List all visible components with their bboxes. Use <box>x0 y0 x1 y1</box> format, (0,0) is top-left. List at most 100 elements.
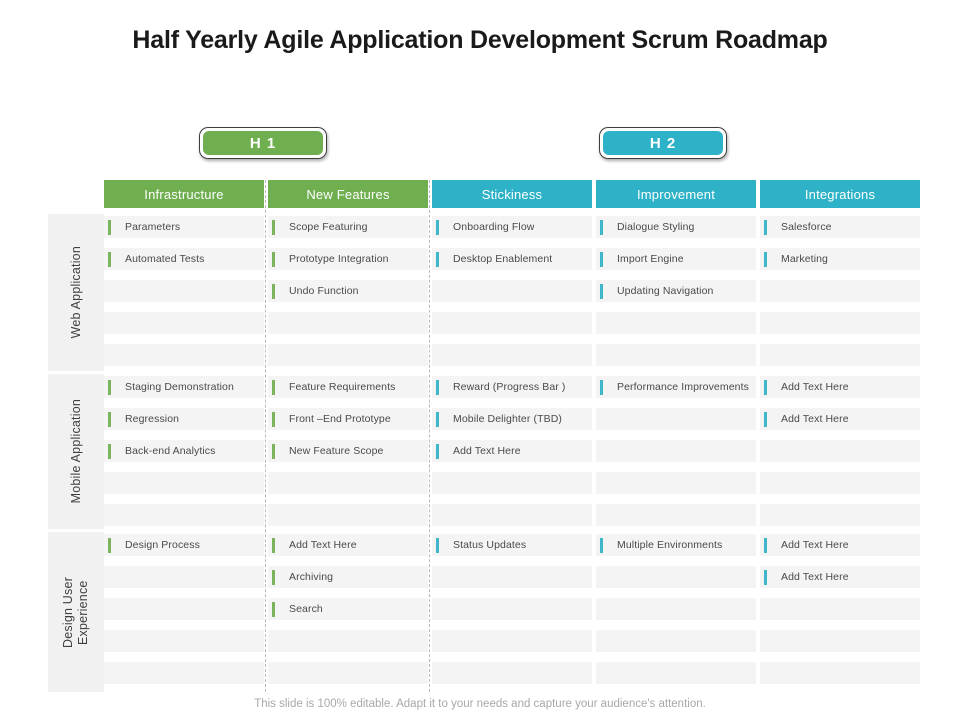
matrix-cell[interactable]: Staging Demonstration <box>104 376 264 398</box>
matrix-cell-empty[interactable] <box>596 504 756 526</box>
matrix-cell[interactable]: Dialogue Styling <box>596 216 756 238</box>
matrix-cell[interactable]: Multiple Environments <box>596 534 756 556</box>
matrix-cell[interactable]: Feature Requirements <box>268 376 428 398</box>
matrix-cell-empty[interactable] <box>268 312 428 334</box>
matrix-cell-empty[interactable] <box>760 280 920 302</box>
column-header-new-features[interactable]: New Features <box>268 180 428 208</box>
matrix-cell[interactable]: Marketing <box>760 248 920 270</box>
cell-accent-bar <box>108 219 111 235</box>
phase-badge-h2[interactable]: H 2 <box>599 127 727 159</box>
matrix-cell-empty[interactable] <box>104 280 264 302</box>
column-header-improvement[interactable]: Improvement <box>596 180 756 208</box>
column-header-integrations[interactable]: Integrations <box>760 180 920 208</box>
matrix-cell[interactable]: Design Process <box>104 534 264 556</box>
cell-accent-bar <box>272 443 275 459</box>
cell-accent-bar <box>108 443 111 459</box>
matrix-cell-empty[interactable] <box>760 598 920 620</box>
matrix-cell-empty[interactable] <box>760 312 920 334</box>
matrix-cell-empty[interactable] <box>596 408 756 430</box>
matrix-cell-empty[interactable] <box>104 344 264 366</box>
phase-badge-h1[interactable]: H 1 <box>199 127 327 159</box>
matrix-cell-empty[interactable] <box>596 344 756 366</box>
matrix-cell[interactable]: Parameters <box>104 216 264 238</box>
matrix-cell-empty[interactable] <box>104 662 264 684</box>
matrix-cell[interactable]: Regression <box>104 408 264 430</box>
matrix-cell-empty[interactable] <box>596 312 756 334</box>
column-header-infrastructure[interactable]: Infrastructure <box>104 180 264 208</box>
matrix-cell[interactable]: Prototype Integration <box>268 248 428 270</box>
phase-badge-h1-label: H 1 <box>203 131 323 155</box>
cell-accent-bar <box>272 537 275 553</box>
cell-accent-bar <box>764 508 767 523</box>
cell-accent-bar <box>600 444 603 459</box>
matrix-cell[interactable]: Status Updates <box>432 534 592 556</box>
matrix-cell-empty[interactable] <box>760 662 920 684</box>
cell-label: Salesforce <box>781 221 832 233</box>
matrix-cell[interactable]: New Feature Scope <box>268 440 428 462</box>
matrix-cell[interactable]: Add Text Here <box>268 534 428 556</box>
matrix-cell-empty[interactable] <box>432 662 592 684</box>
matrix-cell-empty[interactable] <box>268 630 428 652</box>
matrix-cell[interactable]: Performance Improvements <box>596 376 756 398</box>
matrix-cell-empty[interactable] <box>432 504 592 526</box>
matrix-cell-empty[interactable] <box>432 312 592 334</box>
column-divider-1 <box>265 180 266 692</box>
matrix-cell[interactable]: Add Text Here <box>760 408 920 430</box>
matrix-cell-empty[interactable] <box>104 598 264 620</box>
matrix-cell-empty[interactable] <box>104 472 264 494</box>
matrix-cell[interactable]: Front –End Prototype <box>268 408 428 430</box>
cell-accent-bar <box>272 508 275 523</box>
matrix-cell-empty[interactable] <box>268 344 428 366</box>
matrix-cell[interactable]: Reward (Progress Bar ) <box>432 376 592 398</box>
matrix-cell[interactable]: Salesforce <box>760 216 920 238</box>
matrix-cell[interactable]: Import Engine <box>596 248 756 270</box>
matrix-cell[interactable]: Scope Featuring <box>268 216 428 238</box>
matrix-cell[interactable]: Archiving <box>268 566 428 588</box>
matrix-cell-empty[interactable] <box>268 472 428 494</box>
matrix-cell-empty[interactable] <box>104 312 264 334</box>
matrix-cell[interactable]: Mobile Delighter (TBD) <box>432 408 592 430</box>
matrix-cell-empty[interactable] <box>760 504 920 526</box>
matrix-cell-empty[interactable] <box>760 344 920 366</box>
matrix-cell[interactable]: Undo Function <box>268 280 428 302</box>
matrix-cell-empty[interactable] <box>432 566 592 588</box>
matrix-cell[interactable]: Add Text Here <box>432 440 592 462</box>
matrix-cell-empty[interactable] <box>760 440 920 462</box>
cell-accent-bar <box>436 251 439 267</box>
matrix-cell-empty[interactable] <box>596 472 756 494</box>
matrix-cell-empty[interactable] <box>596 630 756 652</box>
matrix-cell-empty[interactable] <box>596 662 756 684</box>
matrix-cell-empty[interactable] <box>432 280 592 302</box>
matrix-cell-empty[interactable] <box>432 598 592 620</box>
matrix-cell-empty[interactable] <box>760 630 920 652</box>
matrix-cell-empty[interactable] <box>760 472 920 494</box>
matrix-cell-empty[interactable] <box>104 566 264 588</box>
matrix-cell-empty[interactable] <box>268 504 428 526</box>
matrix-cell-empty[interactable] <box>596 566 756 588</box>
cell-accent-bar <box>108 537 111 553</box>
matrix-cell-empty[interactable] <box>432 344 592 366</box>
cell-label: Mobile Delighter (TBD) <box>453 413 562 425</box>
cell-accent-bar <box>436 508 439 523</box>
matrix-cell-empty[interactable] <box>268 662 428 684</box>
cell-accent-bar <box>764 569 767 585</box>
matrix-cell-empty[interactable] <box>432 472 592 494</box>
matrix-cell[interactable]: Add Text Here <box>760 566 920 588</box>
cell-label: Updating Navigation <box>617 285 714 297</box>
matrix-cell[interactable]: Add Text Here <box>760 534 920 556</box>
matrix-cell-empty[interactable] <box>596 440 756 462</box>
matrix-cell[interactable]: Desktop Enablement <box>432 248 592 270</box>
matrix-cell[interactable]: Onboarding Flow <box>432 216 592 238</box>
matrix-cell-empty[interactable] <box>104 630 264 652</box>
matrix-cell[interactable]: Updating Navigation <box>596 280 756 302</box>
cell-accent-bar <box>436 348 439 363</box>
matrix-cell-empty[interactable] <box>596 598 756 620</box>
matrix-cell[interactable]: Search <box>268 598 428 620</box>
matrix-cell-empty[interactable] <box>104 504 264 526</box>
matrix-cell[interactable]: Add Text Here <box>760 376 920 398</box>
matrix-cell-empty[interactable] <box>432 630 592 652</box>
column-header-stickiness[interactable]: Stickiness <box>432 180 592 208</box>
matrix-cell[interactable]: Automated Tests <box>104 248 264 270</box>
matrix-cell[interactable]: Back-end Analytics <box>104 440 264 462</box>
